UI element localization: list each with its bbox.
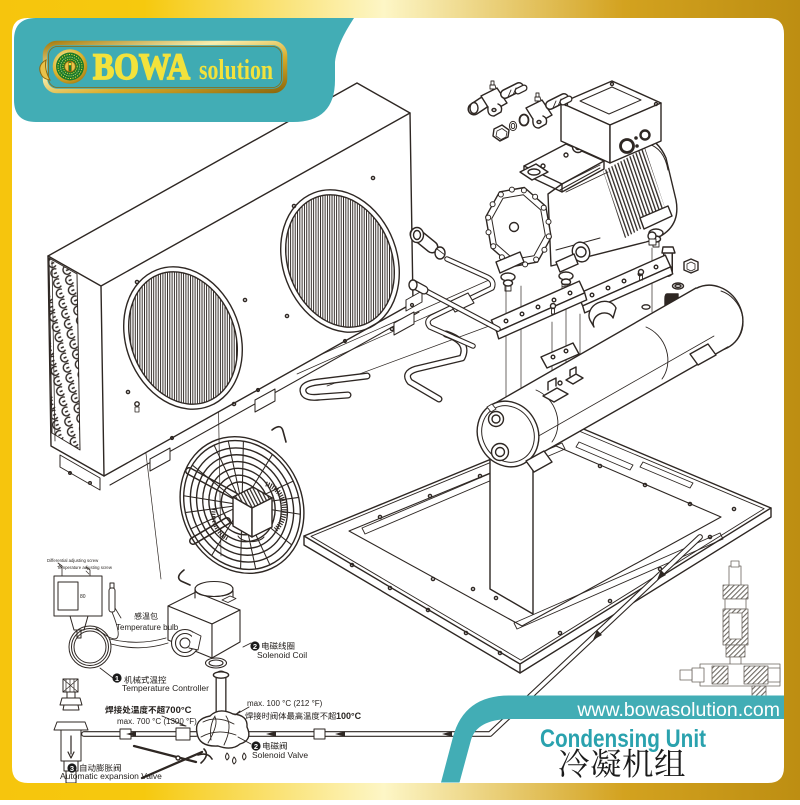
svg-text:2: 2 [254, 742, 258, 751]
svg-text:Differential adjusting screw: Differential adjusting screw [47, 558, 99, 563]
svg-text:max. 100 °C (212 °F): max. 100 °C (212 °F) [247, 699, 323, 708]
svg-text:700°C: 700°C [165, 705, 192, 716]
svg-text:Solenoid Valve: Solenoid Valve [252, 750, 308, 760]
svg-text:Temperature bulb: Temperature bulb [116, 623, 179, 632]
svg-text:Solenoid Coil: Solenoid Coil [257, 650, 307, 660]
svg-text:www.bowasolution.com: www.bowasolution.com [576, 699, 780, 721]
svg-text:1: 1 [115, 674, 119, 683]
svg-text:Automatic expansion Valve: Automatic expansion Valve [60, 771, 162, 781]
svg-text:BOWA: BOWA [93, 47, 190, 88]
svg-text:solution: solution [199, 54, 273, 86]
svg-text:max. 700 °C (1300 °F): max. 700 °C (1300 °F) [117, 717, 197, 726]
svg-text:Temperature Controller: Temperature Controller [122, 683, 209, 693]
svg-text:3: 3 [70, 764, 74, 773]
svg-text:100°C: 100°C [336, 711, 362, 721]
svg-text:Condensing Unit: Condensing Unit [540, 725, 707, 753]
svg-text:80: 80 [80, 594, 86, 600]
svg-text:2: 2 [253, 642, 257, 651]
svg-text:Temperature adjusting screw: Temperature adjusting screw [57, 565, 113, 570]
